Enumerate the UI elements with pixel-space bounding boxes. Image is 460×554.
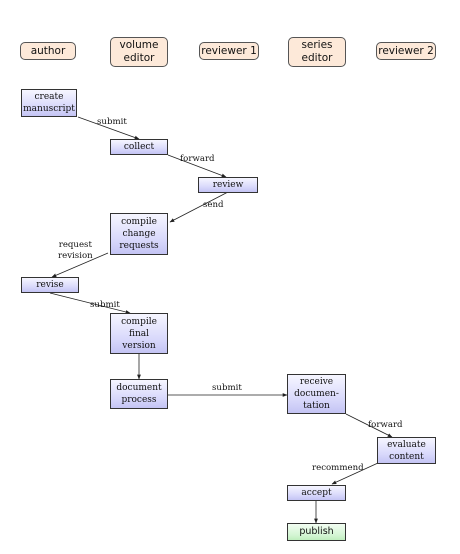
edge-send [169,191,229,223]
node-revise: revise [21,277,79,293]
node-compile-final-version: compile final version [110,313,168,354]
label-submit-3: submit [212,383,242,393]
lane-author: author [20,42,76,60]
label-submit-1: submit [97,117,127,127]
node-receive-documentation: receive documen- tation [287,374,346,414]
edge-submit-2 [49,292,131,314]
node-collect: collect [110,139,168,155]
edge-forward-1 [167,154,227,178]
edge-request-revision [51,252,109,278]
edge-recommend [331,462,379,485]
label-send: send [203,200,224,210]
lane-reviewer-1: reviewer 1 [199,42,259,60]
label-recommend: recommend [312,463,364,473]
node-accept: accept [287,485,346,501]
label-submit-2: submit [90,300,120,310]
lane-reviewer-2: reviewer 2 [376,42,436,60]
lane-volume-editor: volume editor [110,37,168,67]
node-create-manuscript: create manuscript [21,89,77,117]
node-evaluate-content: evaluate content [377,437,436,464]
label-forward-2: forward [368,420,403,430]
lane-series-editor: series editor [288,37,346,67]
node-document-process: document process [110,379,168,409]
node-review: review [198,177,258,193]
node-publish: publish [287,523,346,541]
label-request-revision: request revision [58,240,93,261]
edge-forward-2 [345,413,393,438]
edge-submit-1 [77,116,140,140]
label-forward-1: forward [180,154,215,164]
node-compile-change-requests: compile change requests [110,213,168,255]
